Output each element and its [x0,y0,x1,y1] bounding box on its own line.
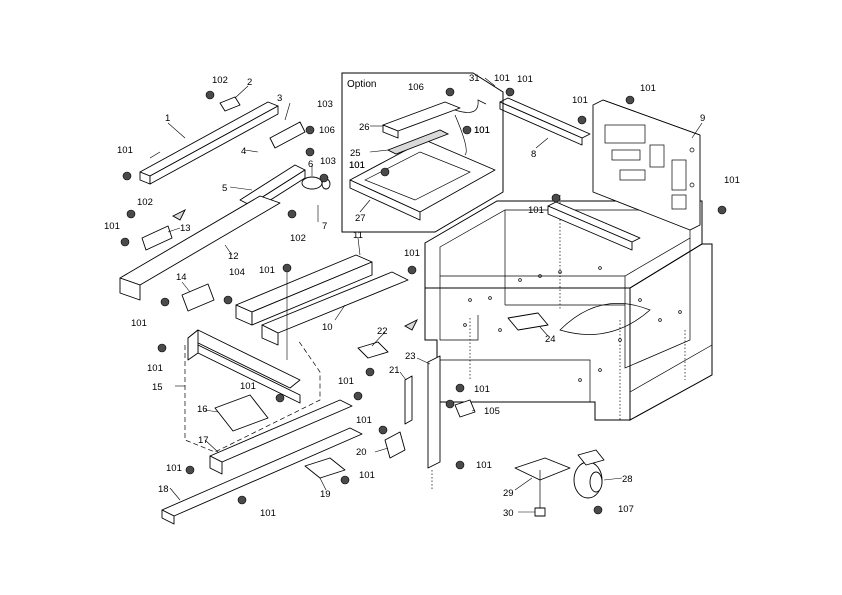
part-8-rail [499,97,591,146]
callout-28: 28 [622,474,633,485]
part-17-rail [209,399,353,475]
part-22-bracket [357,341,389,359]
callout-26: 26 [359,122,370,133]
part-105-clip [454,399,476,418]
callout-101: 101 [260,508,276,519]
part-21-bracket [404,375,413,425]
cabinet-frame [424,195,713,421]
leader-lines [167,77,703,513]
callout-11: 11 [353,230,363,241]
part-28-caster [573,449,605,499]
part-3-bracket [269,121,306,149]
callout-20: 20 [356,447,367,458]
callout-2: 2 [247,77,252,88]
callout-101: 101 [131,318,147,329]
callout-102: 102 [212,75,228,86]
callout-6: 6 [308,159,313,170]
callout-101: 101 [517,74,533,85]
arrow-flag-center [404,318,419,331]
callout-4: 4 [241,146,246,157]
callout-17: 17 [198,435,209,446]
screws [120,87,727,515]
callout-labels: 1 2 3 4 5 6 7 8 9 10 11 12 13 14 15 16 1… [104,73,740,519]
callout-18: 18 [158,484,169,495]
callout-29: 29 [503,488,514,499]
callout-101: 101 [166,463,182,474]
part-15-slide-assembly [184,329,321,453]
part-23-plate [427,355,441,469]
part-18-rail [161,427,363,525]
callout-101: 101 [474,384,490,395]
callout-22: 22 [377,326,388,337]
callout-101: 101 [259,265,275,276]
callout-25: 25 [350,148,361,159]
callout-101: 101 [359,470,375,481]
part-11-rail [235,254,373,326]
callout-102: 102 [137,197,153,208]
callout-102: 102 [290,233,306,244]
part-24-plate [507,312,549,331]
callout-27: 27 [355,213,366,224]
callout-101: 101 [572,95,588,106]
callout-19: 19 [320,489,331,500]
part-14-bracket [181,283,215,312]
callout-31: 31 [469,73,480,84]
callout-10: 10 [322,322,333,333]
callout-101: 101 [349,160,365,171]
part-9-side-panel [592,99,701,231]
part-10-rail [261,271,409,346]
part-16-plate [214,394,269,432]
callout-101: 101 [494,73,510,84]
callout-101: 101 [147,363,163,374]
part-2-clip [219,96,241,112]
callout-1: 1 [165,113,170,124]
top-inner-rail [547,201,641,251]
callout-14: 14 [176,272,187,283]
part-12-rail [119,195,281,301]
callout-7: 7 [322,221,327,232]
part-13-bracket [141,225,173,251]
callout-101: 101 [528,205,544,216]
callout-5: 5 [222,183,227,194]
callout-101: 101 [240,381,256,392]
callout-15: 15 [152,382,163,393]
option-title: Option [347,79,376,90]
callout-103: 103 [320,156,336,167]
callout-101: 101 [474,125,490,136]
callout-101: 101 [476,460,492,471]
arrow-flag-left [172,208,187,221]
callout-101: 101 [474,125,490,136]
callout-23: 23 [405,351,416,362]
callout-106: 106 [319,125,335,136]
part-1-rail [139,101,279,185]
callout-101: 101 [349,160,365,171]
callout-101: 101 [724,175,740,186]
part-29-base-plate [514,457,571,481]
callout-101: 101 [338,376,354,387]
callout-107: 107 [618,504,634,515]
callout-103: 103 [317,99,333,110]
callout-16: 16 [197,404,208,415]
callout-101: 101 [104,221,120,232]
callout-24: 24 [545,334,556,345]
callout-104: 104 [229,267,245,278]
callout-21: 21 [389,365,400,376]
option-box: Option [341,72,504,233]
callout-13: 13 [180,223,191,234]
callout-106: 106 [408,82,424,93]
part-6-roller [301,176,331,190]
callout-101: 101 [404,248,420,259]
callout-105: 105 [484,406,500,417]
callout-101: 101 [117,145,133,156]
callout-3: 3 [277,93,282,104]
callout-12: 12 [228,251,239,262]
part-20-bracket [384,431,406,459]
callout-9: 9 [700,113,705,124]
callout-101: 101 [356,415,372,426]
callout-8: 8 [531,149,536,160]
callout-101: 101 [640,83,656,94]
part-19-plate [304,457,346,479]
callout-30: 30 [503,508,514,519]
